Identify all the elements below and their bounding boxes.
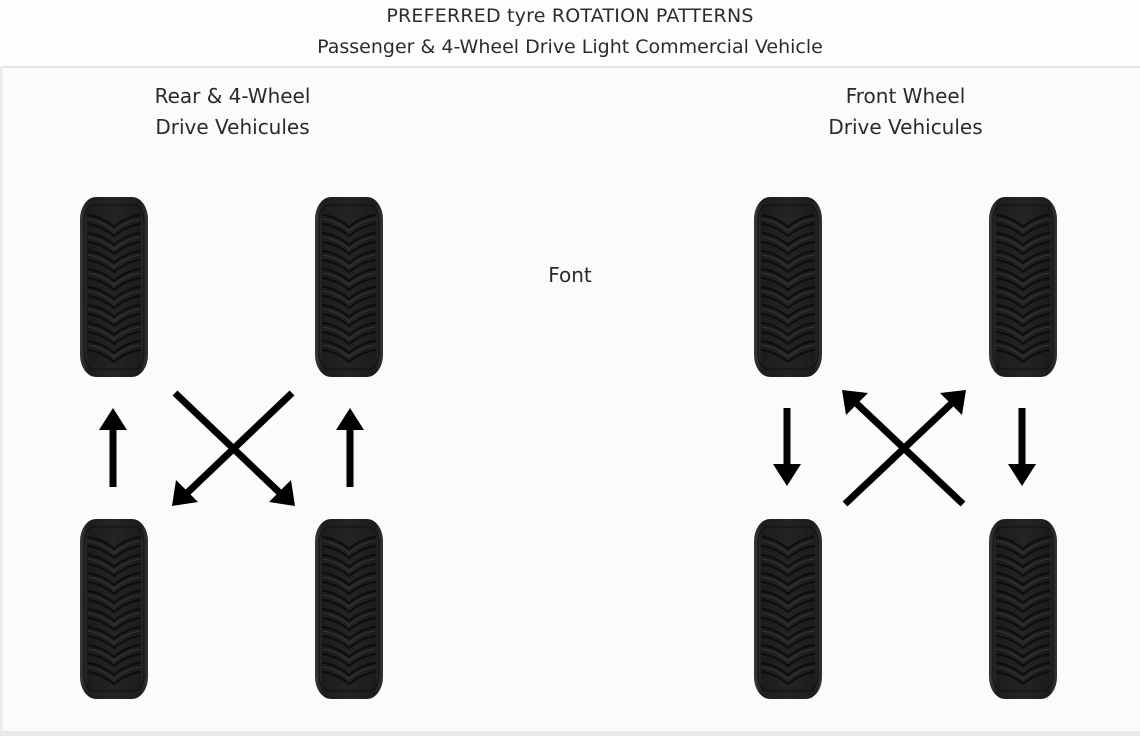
tyre-icon [752,517,824,701]
section-label-line1: Front Wheel [845,84,966,108]
bottom-border [0,731,1140,736]
section-label-front-wd: Front Wheel Drive Vehicules [793,81,1018,143]
tyre-icon [987,517,1059,701]
tyre-icon [78,195,150,379]
arrow-up-icon [99,408,127,487]
left-border [0,66,3,736]
section-label-rear-4wd: Rear & 4-Wheel Drive Vehicules [120,81,345,143]
diagram-subtitle: Passenger & 4-Wheel Drive Light Commerci… [317,36,823,58]
section-label-line1: Rear & 4-Wheel [154,84,311,108]
arrow-down-icon [773,408,801,486]
diagram-title: PREFERRED tyre ROTATION PATTERNS [386,5,754,27]
tyre-icon [752,195,824,379]
arrow-diagonal-icon [172,390,295,506]
header: PREFERRED tyre ROTATION PATTERNS Passeng… [0,0,1140,68]
arrow-diagonal-icon [172,390,295,506]
section-label-line2: Drive Vehicules [828,115,983,139]
tyre-icon [987,195,1059,379]
tyre-icon [313,517,385,701]
section-label-line2: Drive Vehicules [155,115,310,139]
tyre-icon [313,195,385,379]
arrow-diagonal-icon [842,390,966,507]
arrow-down-icon [1008,408,1036,486]
tyre-icon [78,517,150,701]
arrow-diagonal-icon [842,390,966,507]
front-direction-label: Font [548,263,592,287]
arrow-up-icon [336,408,364,487]
